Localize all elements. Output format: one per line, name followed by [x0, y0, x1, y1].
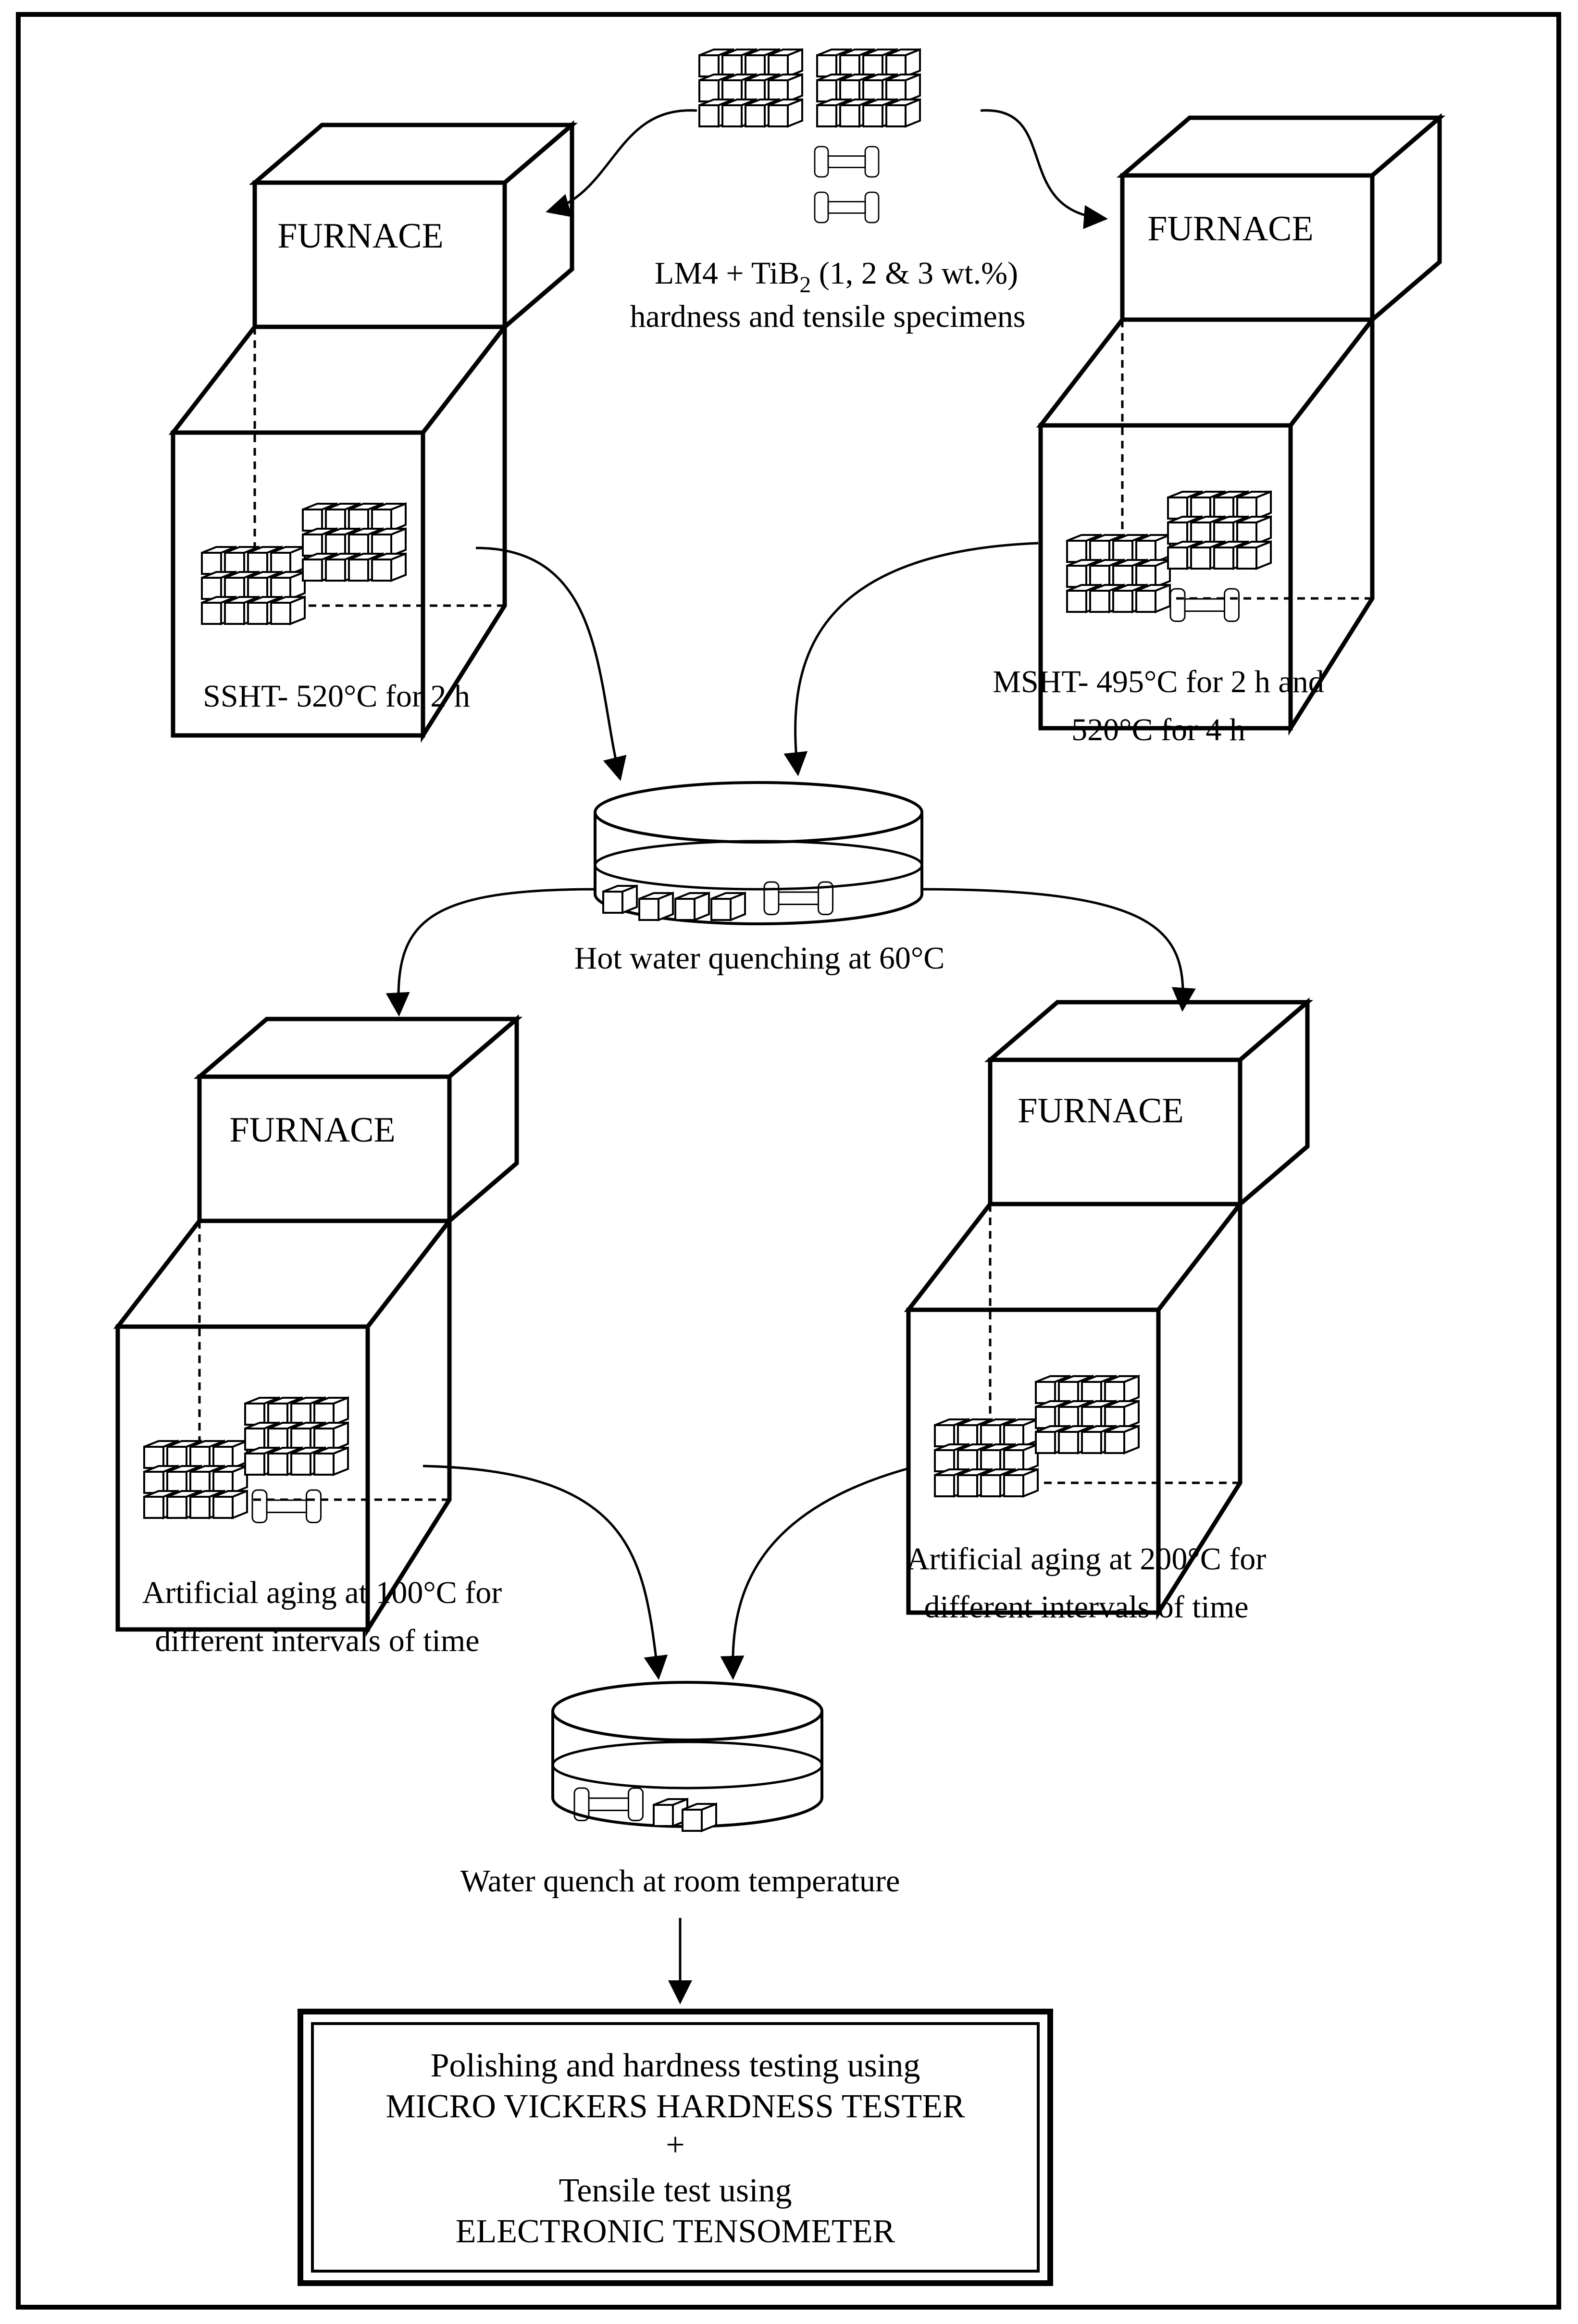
aging100-label-line2: different intervals of time: [155, 1623, 479, 1658]
msht-label-line1: MSHT- 495°C for 2 h and: [993, 664, 1324, 699]
aging200-label-line1: Artificial aging at 200°C for: [907, 1541, 1267, 1577]
aging200-label-line2: different intervals of time: [924, 1590, 1248, 1625]
room-water-tank: [551, 1681, 823, 1832]
sshg-label: SSHT- 520°C for 2 h: [203, 679, 470, 714]
arrow-start-to-msht: [980, 109, 1108, 229]
final-line5: ELECTRONIC TENSOMETER: [456, 2213, 895, 2250]
outer-frame: [16, 12, 1561, 2310]
arrow-quench-to-aging200: [920, 888, 1196, 1012]
furnace-sshg-label: FURNACE: [277, 216, 443, 256]
final-line2: MICRO VICKERS HARDNESS TESTER: [385, 2088, 965, 2125]
arrow-aging100-to-roomquench: [422, 1465, 668, 1680]
start-specimens: [699, 50, 920, 224]
start-label-line2: hardness and tensile specimens: [630, 299, 1026, 334]
final-line4: Tensile test using: [559, 2172, 792, 2209]
aging100-label-line1: Artificial aging at 100°C for: [142, 1575, 502, 1610]
msht-label-line2: 520°C for 4 h: [1071, 712, 1245, 747]
final-line1: Polishing and hardness testing using: [431, 2047, 920, 2084]
room-quench-label: Water quench at room temperature: [460, 1864, 900, 1899]
arrow-aging200-to-roomquench: [720, 1467, 909, 1680]
final-line3: +: [666, 2126, 684, 2163]
arrow-sshg-to-quench: [475, 547, 627, 781]
arrow-quench-to-aging100: [385, 888, 596, 1017]
hot-quench-label: Hot water quenching at 60°C: [574, 941, 945, 976]
arrow-msht-to-quench: [783, 542, 1039, 776]
hot-water-tank: [594, 781, 923, 925]
furnace-aging100-label: FURNACE: [229, 1110, 395, 1150]
start-label-line1: LM4 + TiB2 (1, 2 & 3 wt.%): [655, 256, 1018, 298]
final-testing-box: [298, 2009, 1053, 2286]
furnace-aging200-label: FURNACE: [1018, 1091, 1183, 1131]
furnace-msht-label: FURNACE: [1147, 209, 1313, 249]
